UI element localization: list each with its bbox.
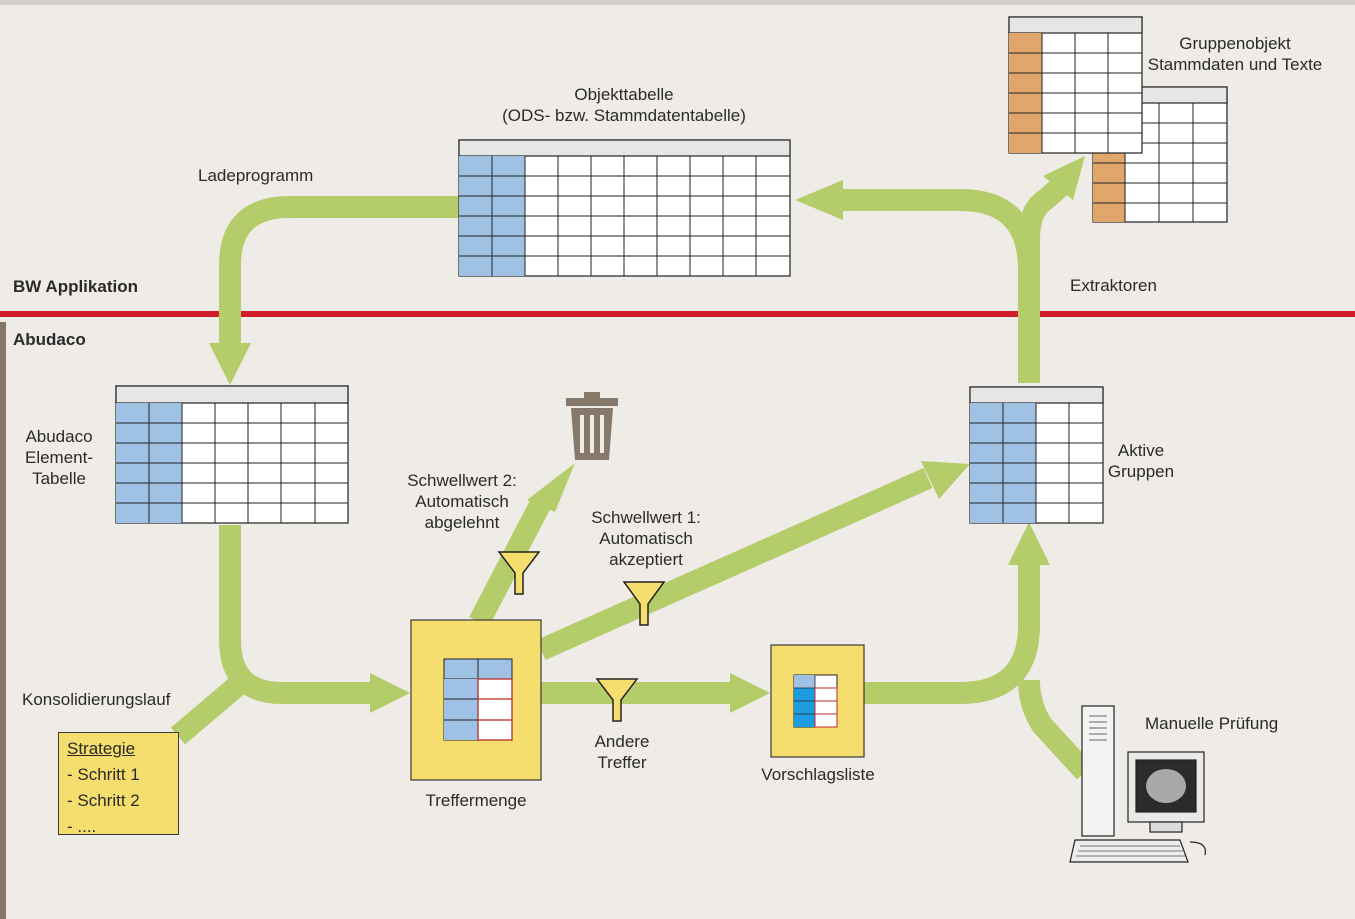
vorschlagsliste-box — [770, 644, 865, 758]
arrowhead-left — [795, 180, 843, 220]
andere-treffer-label: Andere Treffer — [595, 731, 650, 773]
strategy-box: Strategie - Schritt 1 - Schritt 2 - .... — [58, 732, 179, 836]
arrow-extraktoren — [840, 189, 1040, 383]
objekttabelle-title: Objekttabelle (ODS- bzw. Stammdatentabel… — [502, 84, 746, 126]
strategy-step: - Schritt 1 — [67, 765, 140, 784]
schwellwert-2-line: Schwellwert 2: — [407, 471, 517, 490]
trash-icon — [566, 392, 618, 460]
section-divider — [0, 311, 1355, 317]
arrowhead-down — [209, 343, 251, 385]
schwellwert-1-line: akzeptiert — [609, 550, 683, 569]
element-tabelle-title-line: Element- — [24, 448, 94, 467]
table-header — [458, 139, 791, 157]
element-tabelle-title-line: Tabelle — [32, 469, 86, 488]
schwellwert-2-label: Schwellwert 2: Automatisch abgelehnt — [407, 470, 517, 533]
strategy-title: Strategie — [67, 739, 136, 758]
strategy-step: - .... — [67, 817, 97, 836]
top-border — [0, 0, 1355, 5]
extraktoren-label: Extraktoren — [1070, 276, 1157, 295]
arrow-ladeprogramm — [219, 196, 460, 345]
flow-arrows — [170, 176, 1094, 780]
computer-icon — [1069, 705, 1207, 863]
gruppenobjekt-table-front — [1008, 16, 1143, 154]
arrowhead-gruppenobjekt — [1043, 156, 1085, 200]
aktive-gruppen-title-line: Aktive — [1117, 441, 1165, 460]
schwellwert-1-line: Schwellwert 1: — [591, 508, 701, 527]
objekttabelle-title-line: Objekttabelle — [574, 85, 674, 104]
arrowhead-up — [1008, 522, 1050, 565]
filter-icon — [622, 581, 666, 626]
ladeprogramm-label: Ladeprogramm — [198, 166, 314, 185]
element-tabelle-title-line: Abudaco — [25, 427, 93, 446]
vorschlagsliste-label: Vorschlagsliste — [761, 765, 875, 784]
element-tabelle-title: Abudaco Element- Tabelle — [25, 426, 93, 489]
manuelle-pruefung-label: Manuelle Prüfung — [1145, 714, 1279, 733]
aktive-gruppen-table — [969, 386, 1104, 524]
element-tabelle-table — [115, 385, 349, 524]
gruppenobjekt-title-line: Gruppenobjekt — [1179, 34, 1291, 53]
aktive-gruppen-title: Aktive Gruppen — [1108, 440, 1174, 482]
treffermenge-box — [410, 619, 542, 781]
aktive-gruppen-title-line: Gruppen — [1107, 462, 1175, 481]
schwellwert-2-line: abgelehnt — [424, 513, 500, 532]
gruppenobjekt-title: Gruppenobjekt Stammdaten und Texte — [1148, 33, 1323, 75]
arrow-konsolidierung — [170, 676, 246, 745]
arrowhead-vorschlagsliste — [730, 673, 770, 713]
schwellwert-1-line: Automatisch — [599, 529, 693, 548]
arrowhead-aktive — [921, 461, 970, 499]
schwellwert-1-label: Schwellwert 1: Automatisch akzeptiert — [591, 507, 701, 570]
arrow-to-gruppenobjekt — [1018, 176, 1070, 270]
schwellwert-2-line: Automatisch — [415, 492, 509, 511]
arrowhead-trash — [527, 463, 575, 512]
objekttabelle-table — [458, 139, 791, 277]
arrowhead-treffermenge — [370, 673, 410, 713]
filter-icon — [497, 551, 541, 595]
section-label-abudaco: Abudaco — [13, 330, 86, 349]
arrow-to-treffermenge — [219, 525, 375, 704]
treffermenge-label: Treffermenge — [425, 791, 527, 810]
arrow-to-aktive — [536, 467, 933, 661]
objekttabelle-title-line: (ODS- bzw. Stammdatentabelle) — [502, 106, 746, 125]
konsolidierungslauf-label: Konsolidierungslauf — [22, 690, 171, 709]
andere-treffer-line: Treffer — [597, 753, 647, 772]
filter-icon — [595, 678, 639, 722]
left-border — [0, 322, 6, 919]
strategy-step: - Schritt 2 — [67, 791, 140, 810]
arrow-vorschlag-to-aktive — [864, 560, 1040, 704]
gruppenobjekt-title-line: Stammdaten und Texte — [1147, 55, 1323, 74]
andere-treffer-line: Andere — [594, 732, 650, 751]
arrow-manual-review — [1018, 679, 1094, 780]
section-label-bw: BW Applikation — [13, 277, 138, 296]
arrow-heads — [209, 156, 1085, 713]
